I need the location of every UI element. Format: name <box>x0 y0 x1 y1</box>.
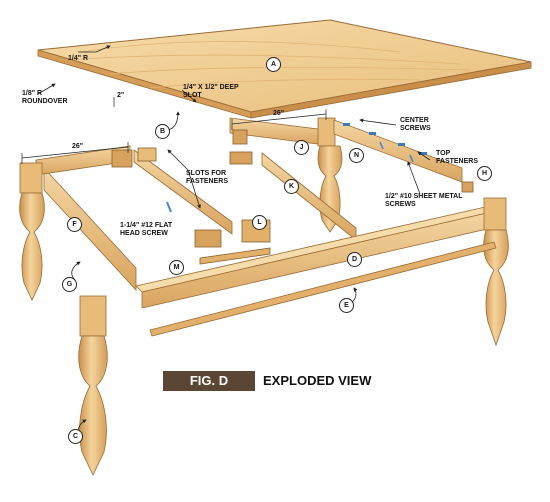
callout-a: A <box>266 57 281 72</box>
callout-j: J <box>294 140 309 155</box>
slot-label: 1/4" X 1/2" DEEP SLOT <box>183 84 239 99</box>
dimension-26-left: 26" <box>72 143 84 150</box>
callout-d: D <box>347 252 362 267</box>
center-screws-label: CENTER SCREWS <box>400 117 431 132</box>
quarter-radius-label: 1/4" R <box>68 55 89 62</box>
flat-head-screw-label: 1-1/4" #12 FLAT HEAD SCREW <box>120 222 173 237</box>
top-fastener-clips <box>343 123 427 155</box>
sheet-metal-screws <box>379 141 414 163</box>
dimension-26-right: 26" <box>273 110 285 117</box>
figure-title: EXPLODED VIEW <box>263 373 372 388</box>
stretcher-rail <box>149 241 497 337</box>
cleats-l <box>194 219 271 248</box>
callout-h: H <box>477 166 492 181</box>
two-inch-label: 2" <box>117 92 125 99</box>
slots-for-fasteners-label: SLOTS FOR FASTENERS <box>186 170 229 185</box>
left-back-leg <box>19 162 45 301</box>
corner-blocks <box>111 129 474 193</box>
flat-head-screw <box>166 201 172 213</box>
callout-l: L <box>252 215 267 230</box>
sheet-metal-screws-label: 1/2" #10 SHEET METAL SCREWS <box>385 193 463 208</box>
right-front-leg <box>483 197 509 347</box>
callout-k: K <box>284 179 299 194</box>
callout-g: G <box>62 277 77 292</box>
callout-n: N <box>349 148 364 163</box>
callout-f: F <box>67 217 82 232</box>
dimension-lines <box>21 97 327 164</box>
leader-lines <box>37 45 431 441</box>
top-fasteners-label: TOP FASTENERS <box>436 150 479 165</box>
callout-b: B <box>155 124 170 139</box>
left-end-rail <box>43 166 137 292</box>
figure-badge: FIG. D <box>163 371 255 391</box>
front-long-rail <box>135 204 501 309</box>
callout-c: C <box>68 429 83 444</box>
callout-m: M <box>169 260 184 275</box>
detached-leg <box>78 295 108 476</box>
callout-e: E <box>339 298 354 313</box>
cleat-strip-m <box>199 247 271 265</box>
roundover-label: 1/8" R ROUNDOVER <box>22 90 68 105</box>
table-top <box>37 19 532 119</box>
